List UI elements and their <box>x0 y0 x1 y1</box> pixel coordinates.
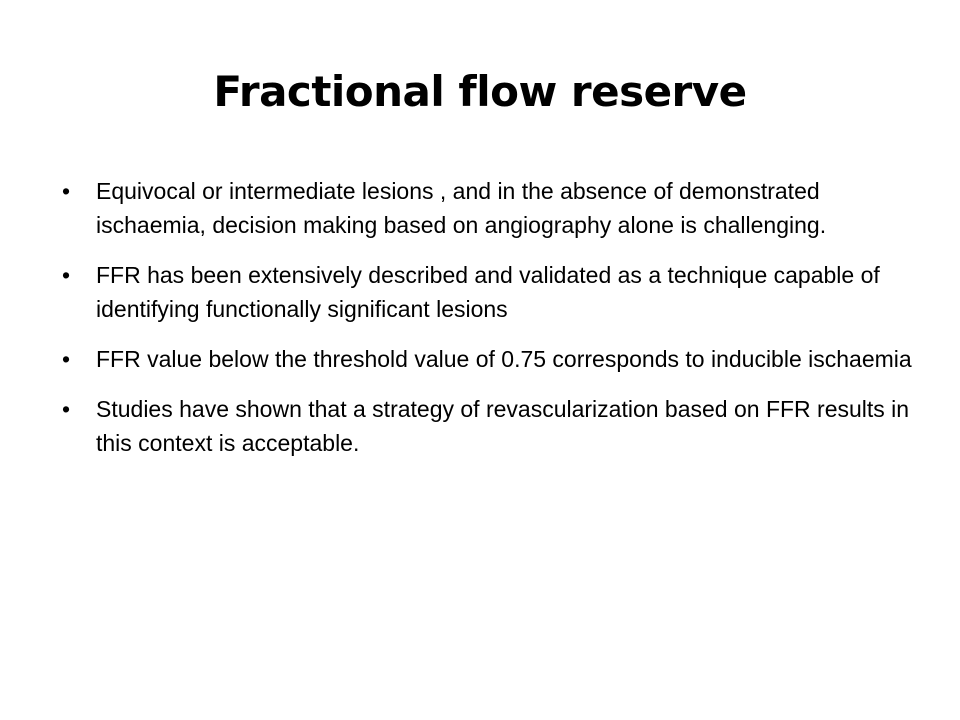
bullet-dot-icon: • <box>62 262 71 288</box>
bullet-item: • FFR value below the threshold value of… <box>62 342 912 376</box>
bullet-item: • Equivocal or intermediate lesions , an… <box>62 174 912 242</box>
bullet-dot-icon: • <box>62 396 71 422</box>
bullet-text: FFR has been extensively described and v… <box>96 262 880 322</box>
bullet-dot-icon: • <box>62 346 71 372</box>
bullet-list: • Equivocal or intermediate lesions , an… <box>62 174 912 476</box>
slide-title: Fractional flow reserve <box>213 67 747 116</box>
bullet-item: • FFR has been extensively described and… <box>62 258 912 326</box>
bullet-text: FFR value below the threshold value of 0… <box>96 346 912 372</box>
bullet-item: • Studies have shown that a strategy of … <box>62 392 912 460</box>
bullet-dot-icon: • <box>62 178 71 204</box>
bullet-text: Studies have shown that a strategy of re… <box>96 396 910 456</box>
bullet-text: Equivocal or intermediate lesions , and … <box>96 178 827 238</box>
